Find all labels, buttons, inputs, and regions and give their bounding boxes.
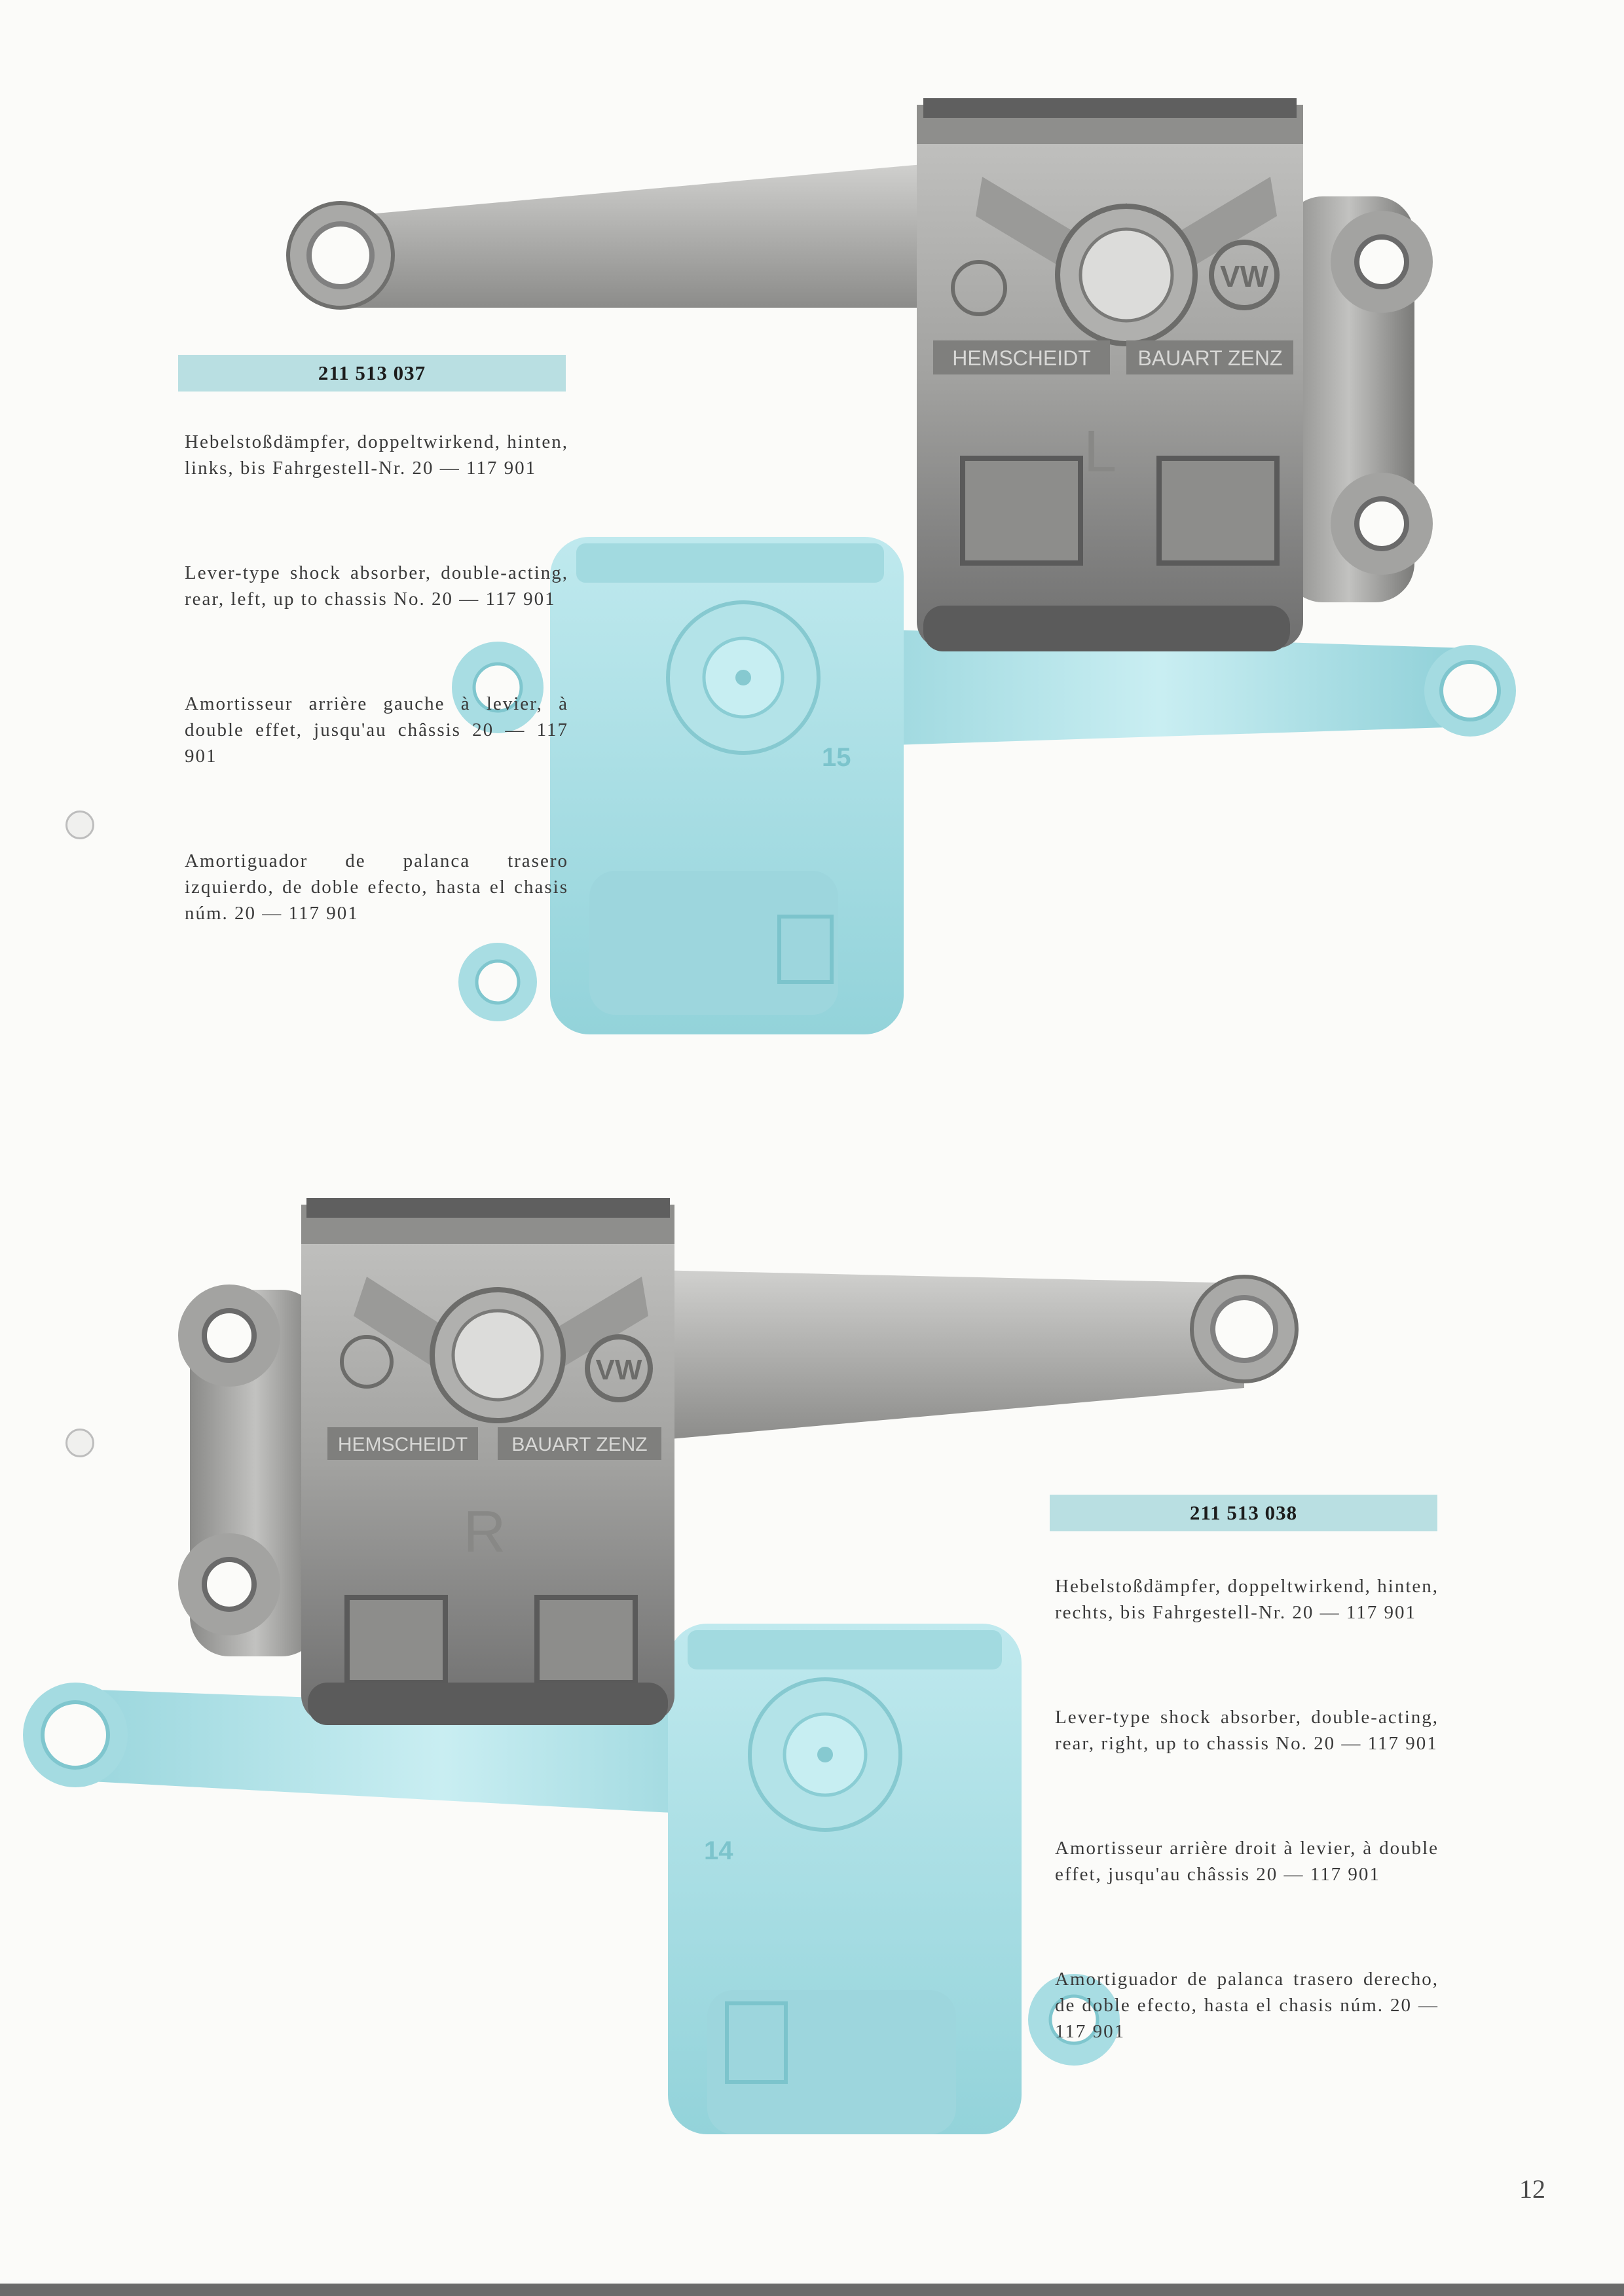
description-block-top: Hebelstoßdämpfer, doppeltwirkend, hinten… (185, 429, 568, 926)
bottom-cyan-number: 14 (704, 1836, 733, 1865)
top-brand-right: BAUART ZENZ (1137, 346, 1282, 370)
description-spanish-bottom: Amortiguador de palanca trasero derecho,… (1055, 1969, 1439, 2042)
part-number-top: 211 513 037 (318, 361, 426, 384)
top-cyan-number: 15 (822, 743, 851, 772)
description-german-top: Hebelstoßdämpfer, doppeltwirkend, hinten… (185, 431, 568, 479)
description-spanish-top: Amortiguador de palanca trasero izquierd… (185, 850, 568, 924)
description-french-bottom: Amortisseur arrière droit à levier, à do… (1055, 1838, 1439, 1885)
part-number-bottom: 211 513 038 (1189, 1501, 1298, 1524)
top-side-letter: L (1084, 419, 1116, 484)
description-french-top: Amortisseur arrière gauche à levier, à d… (185, 693, 568, 767)
bottom-brand-right: BAUART ZENZ (511, 1434, 647, 1455)
top-cyan-shock-absorber: 15 (452, 537, 1516, 1034)
top-metal-shock-absorber: VW HEMSCHEIDT BAUART ZENZ L (286, 98, 1433, 651)
description-german-bottom: Hebelstoßdämpfer, doppeltwirkend, hinten… (1055, 1576, 1439, 1623)
part-number-label-bottom: 211 513 038 (1050, 1495, 1437, 1531)
page-number: 12 (1519, 2174, 1545, 2204)
description-english-bottom: Lever-type shock absorber, double-acting… (1055, 1707, 1439, 1754)
bottom-brand-left: HEMSCHEIDT (338, 1434, 468, 1455)
punch-hole-bottom (65, 1429, 94, 1457)
svg-text:VW: VW (596, 1354, 642, 1386)
bottom-metal-shock-absorber: VW HEMSCHEIDT BAUART ZENZ R (178, 1198, 1299, 1725)
bottom-side-letter: R (464, 1499, 506, 1565)
part-number-label-top: 211 513 037 (178, 355, 566, 392)
svg-text:VW: VW (1220, 259, 1269, 293)
punch-hole-top (65, 811, 94, 839)
top-brand-left: HEMSCHEIDT (952, 346, 1091, 370)
description-english-top: Lever-type shock absorber, double-acting… (185, 562, 568, 610)
bottom-edge-bar (0, 2284, 1624, 2296)
description-block-bottom: Hebelstoßdämpfer, doppeltwirkend, hinten… (1055, 1573, 1439, 2045)
